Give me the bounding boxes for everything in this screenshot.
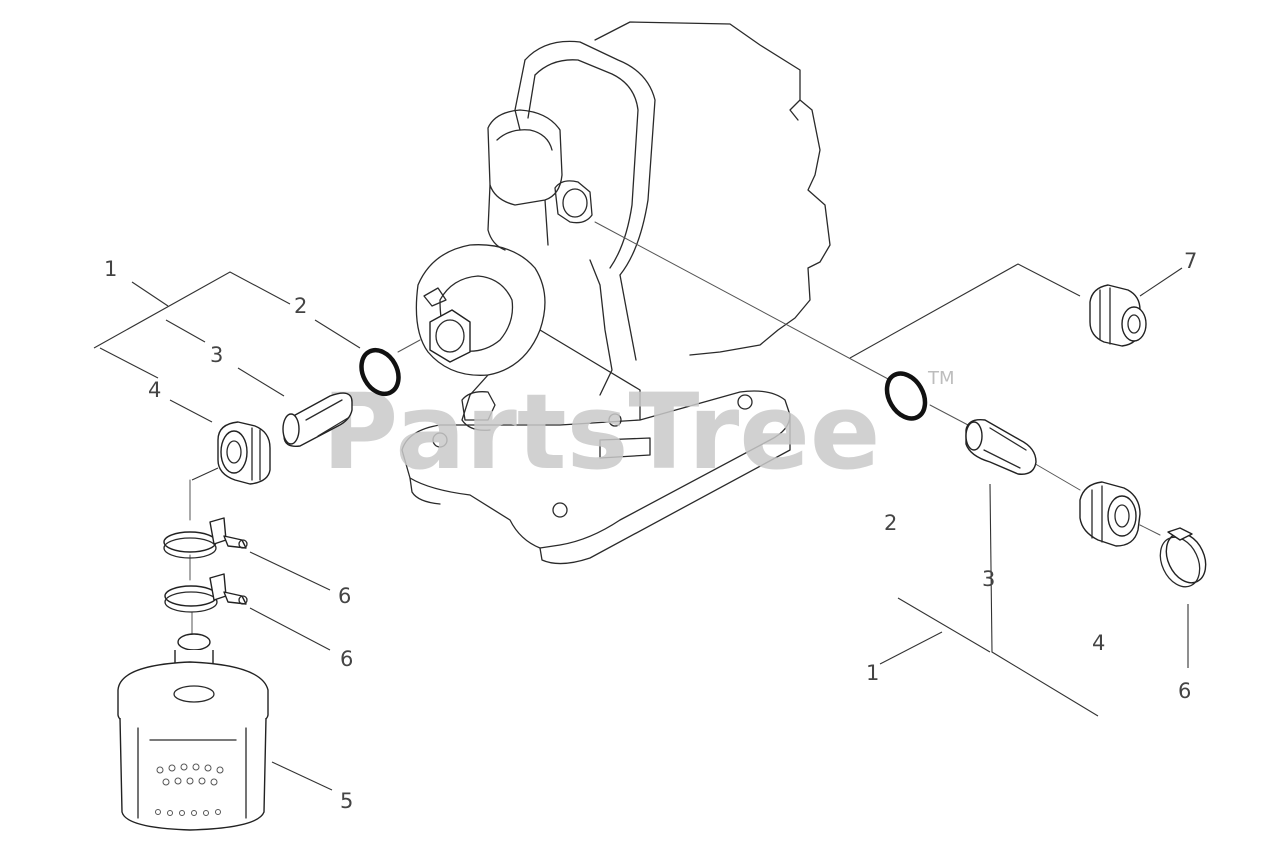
callout-right-1: 1 bbox=[866, 661, 879, 685]
strainer-perforations bbox=[155, 763, 224, 816]
leader-lines bbox=[93, 263, 1189, 791]
callout-right-6: 6 bbox=[1178, 679, 1191, 703]
callout-right-7: 7 bbox=[1184, 249, 1197, 273]
o-ring-left bbox=[359, 347, 401, 397]
callout-right-3: 3 bbox=[982, 567, 995, 591]
callout-left-4: 4 bbox=[148, 378, 161, 402]
callout-left-6b: 6 bbox=[340, 647, 353, 671]
hose-clamp-left-lower bbox=[164, 573, 248, 613]
o-ring-right bbox=[884, 371, 928, 421]
hose-barb-left bbox=[282, 392, 353, 447]
callout-right-4: 4 bbox=[1092, 631, 1105, 655]
callout-left-6a: 6 bbox=[338, 584, 351, 608]
callout-left-2: 2 bbox=[294, 294, 307, 318]
union-nut-left bbox=[217, 421, 271, 485]
callout-left-3: 3 bbox=[210, 343, 223, 367]
watermark-trademark: TM bbox=[927, 368, 955, 389]
strainer bbox=[117, 633, 269, 831]
callout-left-5: 5 bbox=[340, 789, 353, 813]
watermark: PartsTree TM bbox=[322, 368, 955, 493]
union-nut-right-top bbox=[1089, 284, 1147, 347]
callout-right-2: 2 bbox=[884, 511, 897, 535]
watermark-brand: PartsTree bbox=[322, 371, 880, 493]
hose-clamp-right bbox=[1159, 527, 1207, 588]
pump-assembly bbox=[401, 21, 831, 565]
callout-left-1: 1 bbox=[104, 257, 117, 281]
hose-barb-right bbox=[965, 419, 1037, 475]
center-lines bbox=[189, 221, 1161, 637]
hose-clamp-left-upper bbox=[163, 517, 248, 559]
callout-labels: 1 2 3 4 6 6 5 7 2 3 4 1 6 bbox=[104, 249, 1197, 813]
union-nut-right bbox=[1079, 481, 1141, 547]
